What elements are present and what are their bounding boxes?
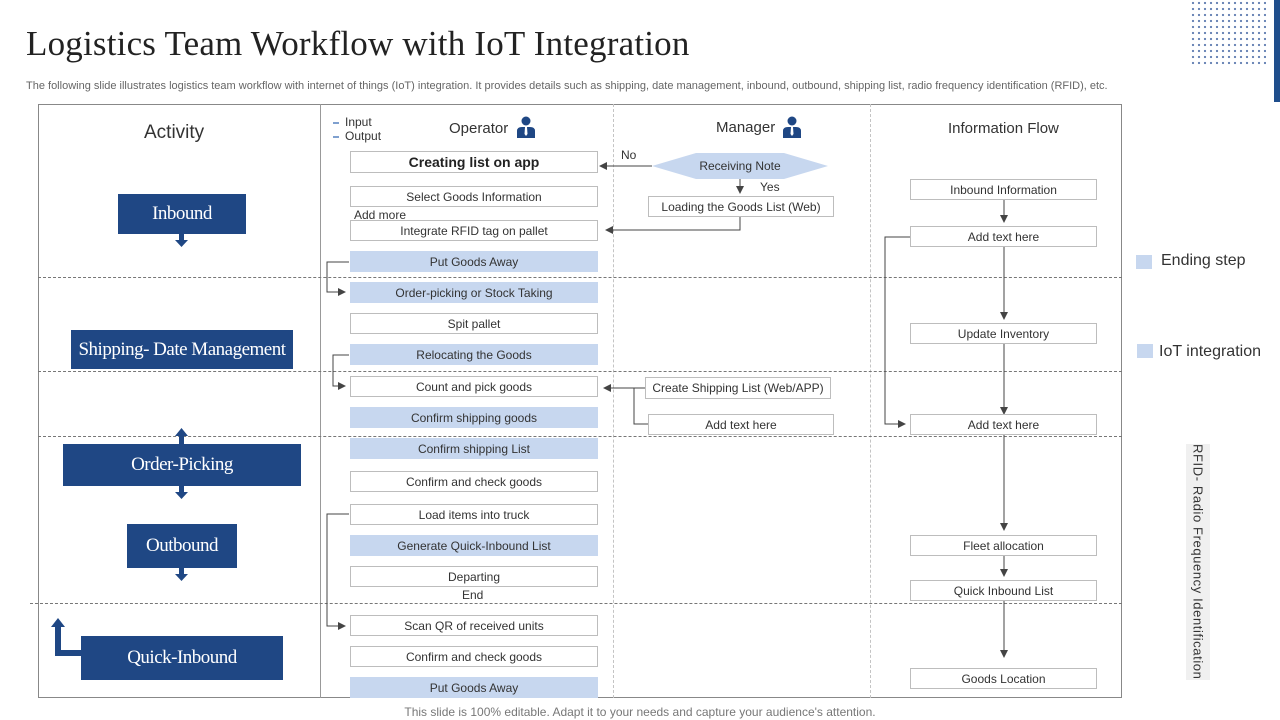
- step-order-picking-stock-taking: Order-picking or Stock Taking: [350, 282, 598, 303]
- manager-person-icon: [783, 116, 801, 138]
- step-put-goods-away-2: Put Goods Away: [350, 677, 598, 698]
- step-confirm-shipping-goods: Confirm shipping goods: [350, 407, 598, 428]
- iot-integration-label: IoT integration: [1159, 343, 1261, 360]
- lane-separator: [38, 371, 1122, 372]
- operator-person-icon: [517, 116, 535, 138]
- activity-column-divider: [320, 104, 321, 698]
- activity-quick-inbound: Quick-Inbound: [81, 636, 283, 680]
- activity-shipping-date-management: Shipping- Date Management: [71, 330, 293, 369]
- slide-title: Logistics Team Workflow with IoT Integra…: [26, 24, 690, 63]
- step-departing: Departing: [350, 566, 598, 587]
- info-add-text-2: Add text here: [910, 414, 1097, 435]
- info-flow-header: Information Flow: [948, 120, 1059, 137]
- receiving-note-label: Receiving Note: [699, 159, 781, 173]
- slide-footer: This slide is 100% editable. Adapt it to…: [404, 705, 876, 719]
- receiving-note-decision: [652, 153, 828, 179]
- decorative-dot-pattern: [1190, 0, 1266, 66]
- lane-separator: [38, 436, 1122, 437]
- step-confirm-and-check-goods-2: Confirm and check goods: [350, 646, 598, 667]
- input-marker: [333, 121, 339, 124]
- step-creating-list: Creating list on app: [350, 151, 598, 173]
- manager-add-text-box: Add text here: [648, 414, 834, 435]
- iot-integration-swatch: [1137, 344, 1153, 358]
- activity-header: Activity: [144, 122, 205, 143]
- rfid-note: RFID- Radio Frequency Identification: [1186, 444, 1210, 680]
- activity-order-picking: Order-Picking: [63, 444, 301, 486]
- manager-info-divider: [870, 104, 871, 698]
- info-add-text-1: Add text here: [910, 226, 1097, 247]
- info-inbound-information: Inbound Information: [910, 179, 1097, 200]
- step-select-goods-information: Select Goods Information: [350, 186, 598, 207]
- create-shipping-list-box: Create Shipping List (Web/APP): [645, 377, 831, 399]
- step-integrate-rfid-tag: Integrate RFID tag on pallet: [350, 220, 598, 241]
- step-confirm-shipping-list: Confirm shipping List: [350, 438, 598, 459]
- step-count-and-pick-goods: Count and pick goods: [350, 376, 598, 397]
- info-quick-inbound-list: Quick Inbound List: [910, 580, 1097, 601]
- yes-label: Yes: [760, 180, 780, 194]
- step-put-goods-away: Put Goods Away: [350, 251, 598, 272]
- ending-step-swatch: [1136, 255, 1152, 269]
- step-relocating-goods: Relocating the Goods: [350, 344, 598, 365]
- manager-header: Manager: [716, 119, 776, 136]
- activity-inbound: Inbound: [118, 194, 246, 234]
- accent-bar: [1274, 0, 1280, 102]
- lane-separator: [30, 603, 1122, 604]
- step-confirm-and-check-goods: Confirm and check goods: [350, 471, 598, 492]
- output-label: Output: [345, 129, 382, 143]
- step-spit-pallet: Spit pallet: [350, 313, 598, 334]
- operator-header: Operator: [449, 120, 509, 137]
- no-label: No: [621, 148, 637, 162]
- info-goods-location: Goods Location: [910, 668, 1097, 689]
- lane-separator: [38, 277, 1122, 278]
- info-fleet-allocation: Fleet allocation: [910, 535, 1097, 556]
- step-load-items-into-truck: Load items into truck: [350, 504, 598, 525]
- output-marker: [333, 135, 339, 138]
- slide-subtitle: The following slide illustrates logistic…: [26, 80, 1108, 92]
- input-label: Input: [345, 115, 372, 129]
- end-label: End: [462, 588, 484, 602]
- activity-outbound: Outbound: [127, 524, 237, 568]
- step-generate-quick-inbound-list: Generate Quick-Inbound List: [350, 535, 598, 556]
- input-output-legend: Input Output: [333, 115, 381, 143]
- ending-step-label: Ending step: [1161, 252, 1246, 269]
- step-scan-qr: Scan QR of received units: [350, 615, 598, 636]
- info-update-inventory: Update Inventory: [910, 323, 1097, 344]
- operator-manager-divider: [613, 104, 614, 698]
- add-more-label: Add more: [354, 208, 407, 222]
- loading-goods-list-box: Loading the Goods List (Web): [648, 196, 834, 217]
